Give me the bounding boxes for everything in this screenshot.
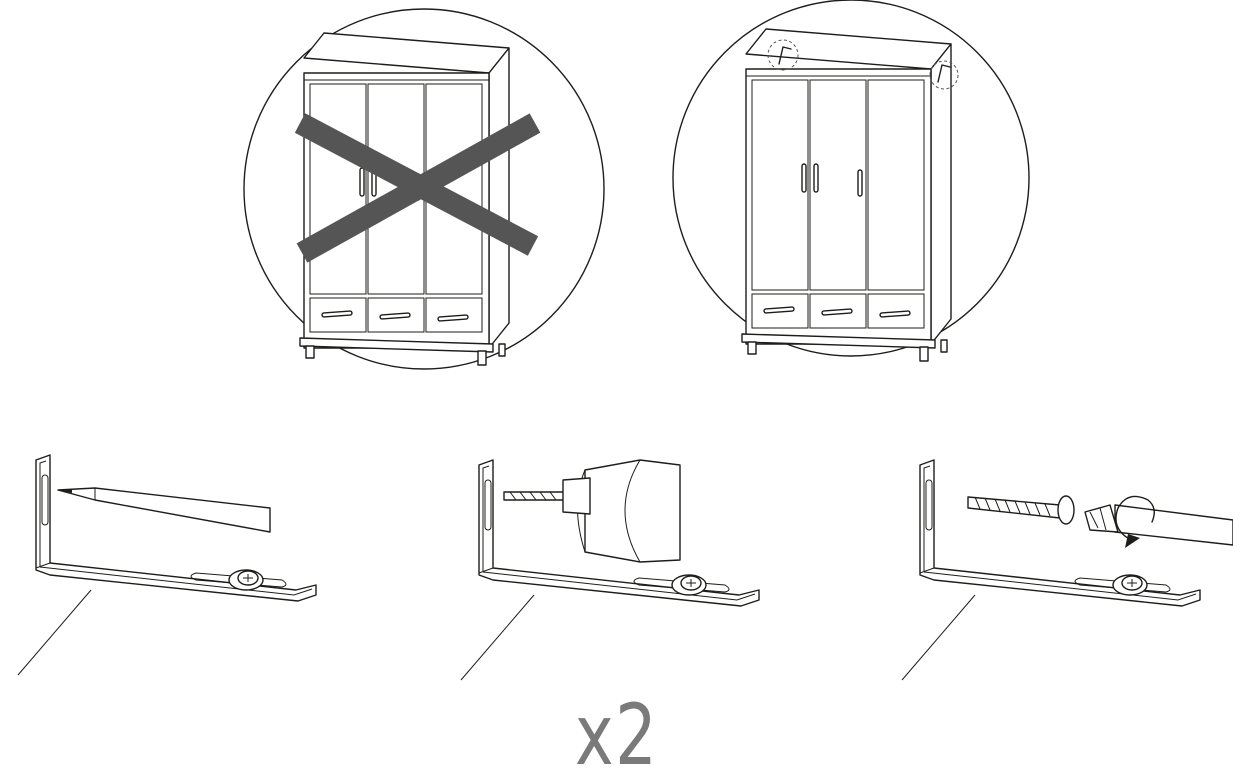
step-drill-panel: [460, 459, 760, 681]
wardrobe-secured: [741, 28, 952, 362]
rotate-arrow-icon: [1115, 495, 1155, 548]
screwdriver-icon: [1084, 504, 1233, 546]
step-screw-panel: [901, 459, 1233, 681]
highlight-circle-icon: [767, 39, 959, 90]
step-mark-panel: [17, 454, 317, 676]
cross-icon: [294, 113, 541, 263]
drill-icon: [503, 459, 681, 563]
wall-screw-icon: [967, 495, 1075, 525]
quantity-label: x2: [574, 686, 659, 784]
l-bracket: [17, 454, 317, 676]
wall-bracket-icon: [778, 46, 951, 83]
wardrobe-correct-panel: [672, 0, 1030, 362]
l-bracket: [901, 459, 1201, 681]
wardrobe-incorrect-panel: [243, 8, 605, 370]
pencil-icon: [57, 487, 271, 533]
